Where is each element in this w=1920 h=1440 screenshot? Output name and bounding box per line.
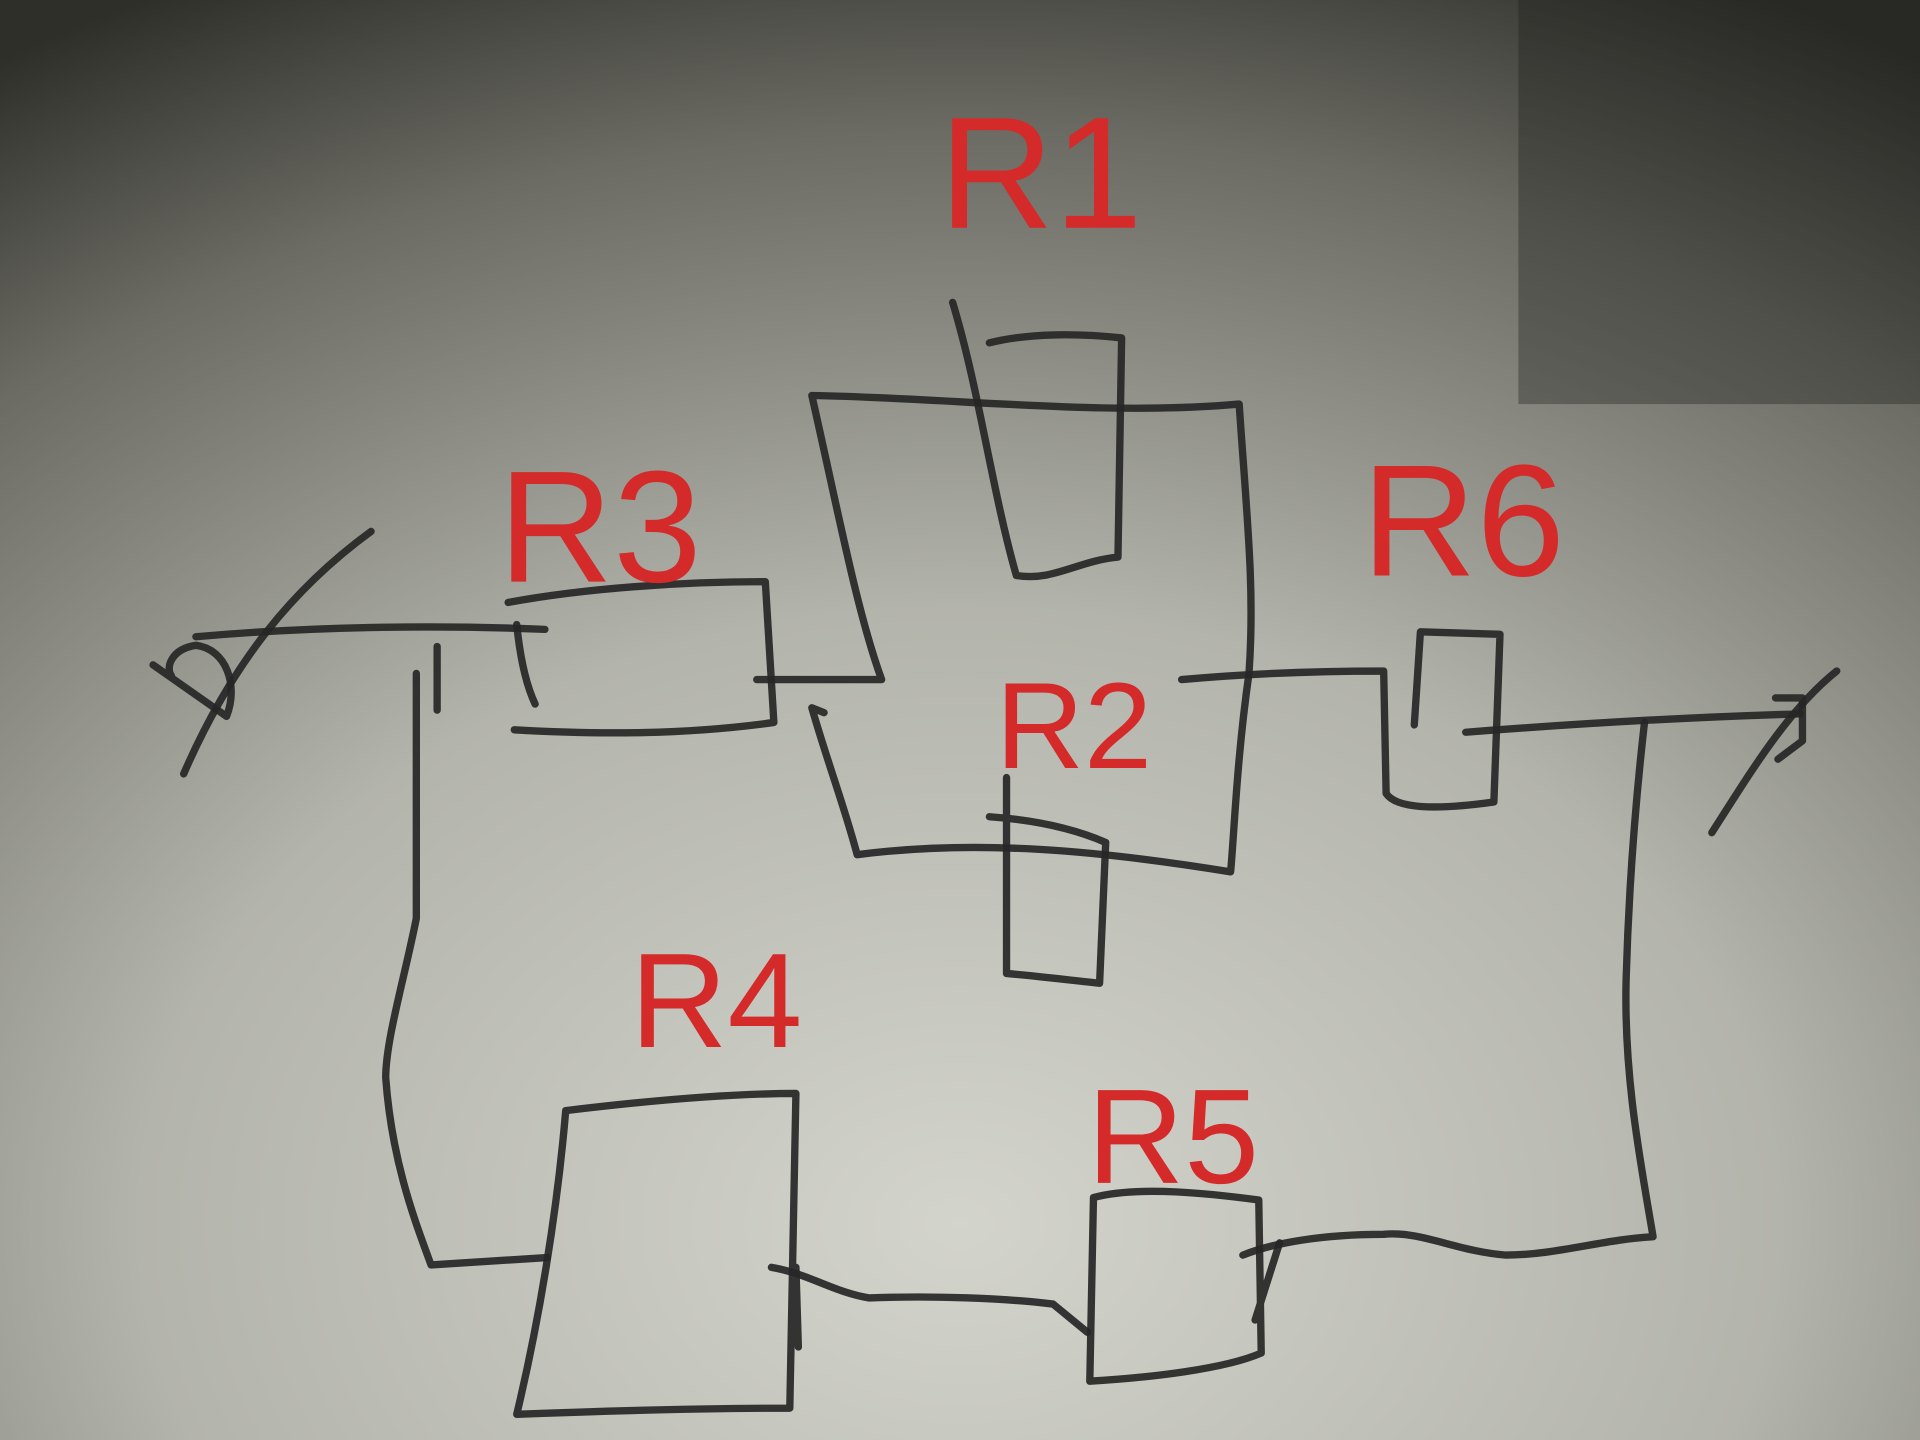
resistor-r6	[1177, 628, 1504, 811]
resistor-r5	[1086, 1187, 1284, 1385]
label-r3: R3	[498, 438, 701, 616]
wire-top-right	[1462, 710, 1804, 736]
label-r1: R1	[939, 84, 1142, 262]
label-r6: R6	[1362, 432, 1565, 610]
wire-center-loop	[753, 391, 1255, 876]
shadow	[1518, 0, 1920, 405]
resistor-r1	[948, 298, 1126, 581]
label-r4: R4	[630, 925, 802, 1076]
resistor-r3	[504, 577, 778, 737]
wire-right-return	[1239, 718, 1657, 1259]
resistor-r2	[985, 773, 1110, 987]
label-r5: R5	[1087, 1061, 1259, 1212]
wire-top-left	[192, 623, 549, 641]
wire-bottom	[767, 1263, 1092, 1336]
right-terminal	[1708, 667, 1841, 837]
wire-left-return	[382, 642, 552, 1269]
label-r2: R2	[996, 657, 1153, 794]
